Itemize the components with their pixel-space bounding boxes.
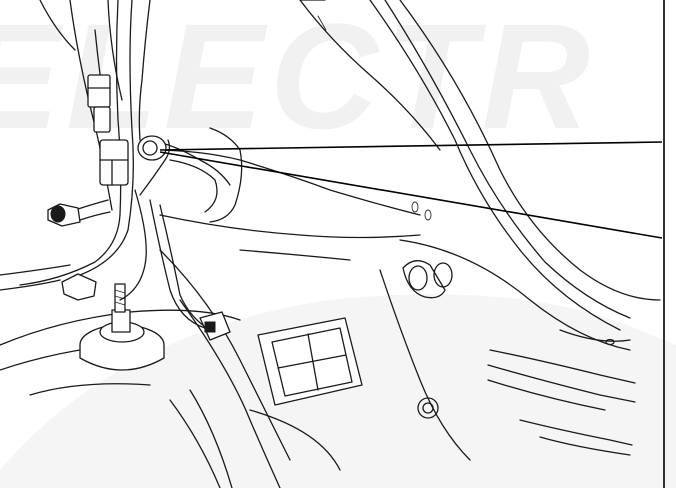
connector-upper-2	[93, 106, 111, 133]
quarter-panel-curve	[379, 269, 471, 461]
module-divider-v	[307, 333, 319, 391]
panel-seam	[239, 249, 351, 261]
oval-hole-pair	[402, 260, 446, 299]
ground-plug-cap	[50, 205, 66, 223]
wire-d	[138, 0, 151, 141]
connectors	[47, 74, 231, 341]
lamp-recess-mid	[487, 364, 636, 403]
clip-mark	[317, 15, 327, 31]
grommet-side	[79, 345, 165, 371]
connector-clip	[99, 139, 129, 186]
round-grommet	[417, 397, 439, 419]
wire-left-out-2	[0, 279, 61, 291]
oval-hole-right	[433, 262, 453, 288]
floor-contour	[29, 383, 151, 396]
panel-holes	[402, 201, 453, 419]
wire-c	[79, 0, 134, 276]
wire-to-plug	[74, 199, 109, 211]
roof-line	[299, 0, 441, 151]
oval-hole-left	[408, 265, 428, 291]
window-frame-edge	[399, 0, 661, 301]
window-frame-outer	[369, 0, 621, 331]
wire-lower-2	[189, 389, 233, 488]
floor-contour-2	[249, 409, 341, 471]
floor-seam-2	[179, 299, 281, 488]
bolt-nut	[111, 309, 131, 333]
lamp-recess-base-2	[539, 436, 631, 456]
tire-hold-down	[79, 283, 165, 371]
bracket-outline	[209, 127, 243, 223]
control-module	[257, 317, 363, 406]
callout	[159, 0, 665, 488]
pillar-edge-mid	[107, 0, 123, 101]
callout-line-bottom	[159, 151, 663, 239]
connector-upper	[87, 74, 111, 108]
wire-e	[39, 0, 76, 51]
lamp-recess-top	[489, 349, 636, 384]
module-face	[271, 327, 353, 397]
clip-hole-1	[411, 201, 419, 213]
connector-left	[61, 273, 97, 301]
taillight-edge	[559, 329, 631, 342]
lamp-recess-base	[519, 419, 633, 446]
wire-b	[19, 0, 122, 286]
lamp-recess-low	[487, 379, 606, 411]
floor-seam	[159, 249, 291, 461]
floor-line	[159, 214, 421, 239]
connector-module-latch	[204, 321, 216, 333]
trunk-area	[0, 239, 636, 488]
small-hole	[605, 338, 615, 346]
wire-to-connector	[149, 199, 206, 329]
callout-line-top	[159, 141, 663, 151]
shelf-edge	[149, 149, 421, 216]
wire-lower	[169, 399, 221, 488]
clip-hole-2	[424, 209, 432, 221]
wire-to-connector-2	[159, 204, 211, 331]
window-frame-inner	[384, 0, 631, 319]
bolt-shaft	[114, 283, 126, 313]
bracket-inner	[169, 159, 218, 213]
wire-f	[119, 189, 147, 301]
module-divider-h	[277, 354, 347, 369]
grommet-inner	[142, 140, 158, 156]
wire-to-plug-2	[79, 211, 111, 221]
target-grommet	[137, 135, 167, 161]
wiring-harness	[0, 0, 233, 488]
grommet-outer	[137, 135, 167, 161]
round-grommet-inner	[422, 402, 434, 414]
connector-clip-seam	[99, 159, 129, 186]
wire-left-out	[0, 264, 71, 276]
